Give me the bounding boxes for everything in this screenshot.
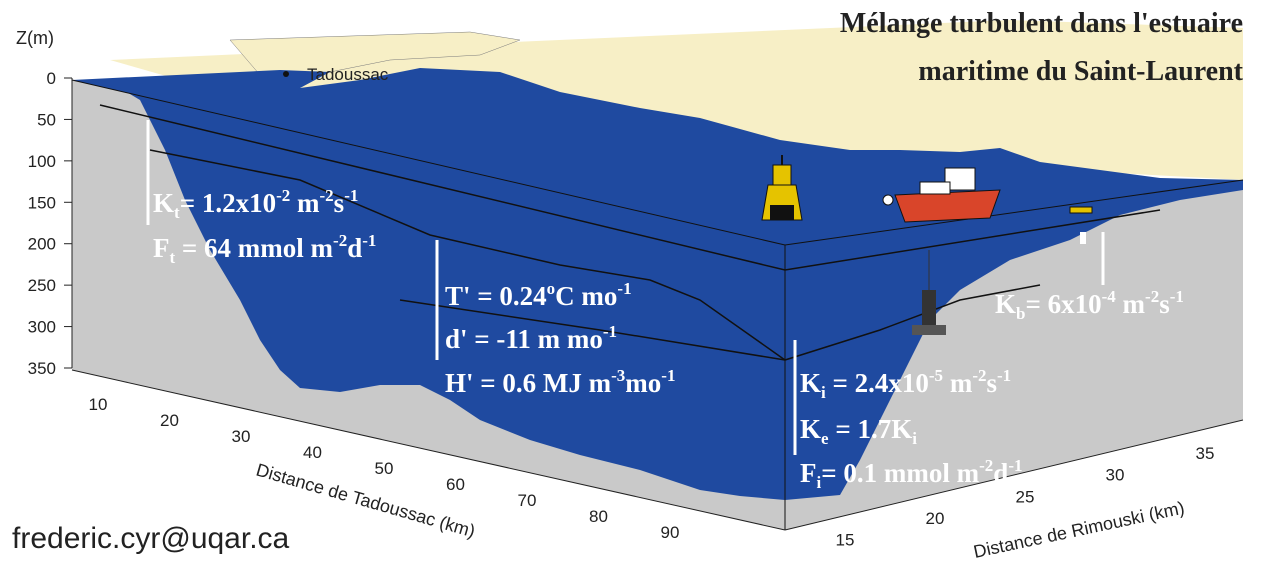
x-tick-label: 60	[446, 475, 465, 494]
author-email: frederic.cyr@uqar.ca	[12, 522, 290, 555]
depth-axis-ticks: 0 50 100 150 200 250 300 350	[28, 69, 73, 378]
tadoussac-marker	[283, 71, 289, 77]
x-tick-label: 40	[303, 443, 322, 462]
y-tick-label: 30	[1106, 466, 1125, 485]
depth-tick-label: 250	[28, 276, 56, 295]
x-axis-ticks: 10 20 30 40 50 60 70 80 90	[71, 369, 786, 542]
y-tick-label: 20	[926, 509, 945, 528]
eq-dp: d' = -11 m mo-1	[445, 322, 617, 354]
depth-tick-label: 50	[37, 110, 56, 129]
eq-ft: Ft = 64 mmol m-2d-1	[153, 231, 376, 267]
depth-tick-label: 300	[28, 318, 56, 337]
y-axis-ticks: 15 20 25 30 35	[784, 419, 1244, 550]
layer-line-deep	[399, 299, 786, 361]
x-tick-label: 20	[160, 411, 179, 430]
depth-tick-label: 150	[28, 193, 56, 212]
y-tick-label: 25	[1016, 487, 1035, 506]
surface-edge-right	[784, 179, 1244, 246]
eq-ki: Ki = 2.4x10-5 m-2s-1	[800, 366, 1011, 402]
y-axis-line	[784, 419, 1244, 531]
x-tick-label: 30	[232, 427, 251, 446]
boat-icon	[882, 167, 1001, 223]
y-tick-label: 15	[836, 531, 855, 550]
x-tick-label: 80	[589, 507, 608, 526]
eq-kb: Kb= 6x10-4 m-2s-1	[995, 287, 1184, 323]
x-tick-label: 50	[375, 459, 394, 478]
y-axis-label: Distance de Rimouski (km)	[972, 498, 1187, 562]
layer-line-mid	[149, 149, 1041, 361]
surface-edge-front	[71, 79, 786, 246]
eq-fi: Fi= 0.1 mmol m-2d-1	[800, 456, 1022, 492]
eq-hp: H' = 0.6 MJ m-3mo-1	[445, 366, 675, 398]
buoy-icon	[761, 155, 803, 221]
depth-axis-label: Z(m)	[16, 28, 54, 48]
eq-ke: Ke = 1.7Ki	[800, 414, 917, 448]
title-line1: Mélange turbulent dans l'estuaire	[840, 8, 1243, 39]
depth-tick-label: 100	[28, 152, 56, 171]
x-tick-label: 70	[518, 491, 537, 510]
depth-tick-label: 0	[47, 69, 56, 88]
mooring-icon	[912, 250, 946, 335]
right-face-water	[785, 180, 1243, 500]
y-tick-label: 35	[1196, 444, 1215, 463]
x-axis-line	[71, 369, 786, 531]
title-line2: maritime du Saint-Laurent	[918, 56, 1243, 87]
x-tick-label: 10	[89, 395, 108, 414]
tadoussac-label: Tadoussac	[307, 65, 389, 84]
sensor-icon	[1069, 206, 1093, 244]
depth-tick-label: 350	[28, 359, 56, 378]
eq-tp: T' = 0.24oC mo-1	[445, 279, 632, 311]
eq-kt: Kt= 1.2x10-2 m-2s-1	[153, 186, 358, 222]
front-face-water	[72, 80, 785, 500]
x-tick-label: 90	[661, 523, 680, 542]
depth-tick-label: 200	[28, 235, 56, 254]
